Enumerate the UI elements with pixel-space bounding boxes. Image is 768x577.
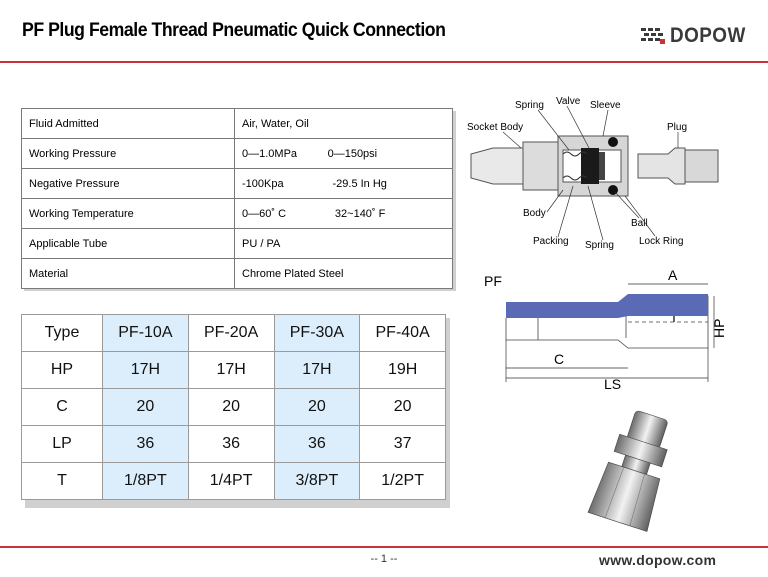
table-cell: 20 (359, 388, 446, 426)
spec-label: Material (21, 258, 235, 289)
label-t: T (670, 310, 678, 325)
label-c: C (554, 351, 564, 367)
dimension-diagram: PF A T C LS HP (484, 267, 727, 392)
table-row: T 1/8PT 1/4PT 3/8PT 1/2PT (21, 462, 446, 500)
table-cell: 36 (102, 425, 189, 463)
logo-text: DOPOW (670, 24, 746, 47)
column-header: PF-30A (273, 314, 361, 352)
table-row: Negative Pressure-100Kpa -29.5 In Hg (21, 168, 453, 199)
dimension-lines (505, 283, 715, 382)
dopow-logo-icon (641, 28, 665, 44)
label-packing: Packing (533, 236, 569, 247)
product-photo (587, 410, 668, 532)
fitting-body-shape (506, 294, 708, 318)
table-cell: 17H (102, 351, 189, 389)
column-header: Type (21, 314, 103, 352)
spec-label: Working Temperature (21, 198, 235, 229)
plug-shape (637, 147, 719, 185)
label-hp: HP (711, 319, 727, 338)
page-number: -- 1 -- (370, 553, 398, 565)
table-cell: 3/8PT (273, 462, 361, 500)
brand-logo: DOPOW (640, 24, 754, 47)
table-cell: 1/2PT (359, 462, 446, 500)
label-plug: Plug (667, 122, 687, 133)
label-lock-ring: Lock Ring (639, 236, 683, 247)
spec-value: Air, Water, Oil (234, 108, 453, 139)
label-ls: LS (604, 376, 621, 392)
table-cell: 19H (359, 351, 446, 389)
label-ball: Ball (631, 218, 648, 229)
table-cell: 17H (273, 351, 361, 389)
table-cell: 1/4PT (187, 462, 275, 500)
table-cell: 17H (187, 351, 275, 389)
table-row: LP 36 36 36 37 (21, 425, 446, 463)
spec-label: Working Pressure (21, 138, 235, 169)
spec-value: -100Kpa -29.5 In Hg (234, 168, 453, 199)
spec-label: Applicable Tube (21, 228, 235, 259)
page-title: PF Plug Female Thread Pneumatic Quick Co… (22, 20, 446, 41)
spec-label: Fluid Admitted (21, 108, 235, 139)
table-cell: 36 (273, 425, 361, 463)
spec-value: Chrome Plated Steel (234, 258, 453, 289)
footer-rule (0, 546, 768, 548)
table-cell: 20 (102, 388, 189, 426)
label-sleeve: Sleeve (590, 100, 621, 111)
spec-value: PU / PA (234, 228, 453, 259)
label-pf: PF (484, 273, 502, 289)
label-spring-bottom: Spring (585, 240, 614, 251)
cross-section-diagram: Spring Valve Sleeve Socket Body Plug Bod… (467, 96, 719, 251)
website-url[interactable]: www.dopow.com (599, 552, 717, 568)
label-body: Body (523, 208, 546, 219)
row-label: C (21, 388, 103, 426)
spec-value: 0—60˚ C 32~140˚ F (234, 198, 453, 229)
table-row: C 20 20 20 20 (21, 388, 446, 426)
table-cell: 1/8PT (102, 462, 189, 500)
row-label: T (21, 462, 103, 500)
label-a: A (668, 267, 678, 283)
spec-value: 0—1.0MPa 0—150psi (234, 138, 453, 169)
label-socket-body: Socket Body (467, 122, 523, 133)
header-rule (0, 61, 768, 63)
label-valve: Valve (556, 96, 581, 107)
valve-shape (562, 148, 605, 184)
spec-label: Negative Pressure (21, 168, 235, 199)
row-label: LP (21, 425, 103, 463)
table-header-row: Type PF-10A PF-20A PF-30A PF-40A (21, 314, 446, 352)
table-cell: 36 (187, 425, 275, 463)
label-spring-top: Spring (515, 100, 544, 111)
row-label: HP (21, 351, 103, 389)
column-header: PF-20A (187, 314, 275, 352)
table-row: HP 17H 17H 17H 19H (21, 351, 446, 389)
column-header: PF-10A (102, 314, 189, 352)
table-cell: 20 (187, 388, 275, 426)
leader-lines (502, 105, 679, 241)
column-header: PF-40A (359, 314, 446, 352)
dimension-table: Type PF-10A PF-20A PF-30A PF-40A HP 17H … (21, 314, 446, 500)
table-cell: 20 (273, 388, 361, 426)
table-cell: 37 (359, 425, 446, 463)
socket-body-shape (470, 135, 629, 197)
